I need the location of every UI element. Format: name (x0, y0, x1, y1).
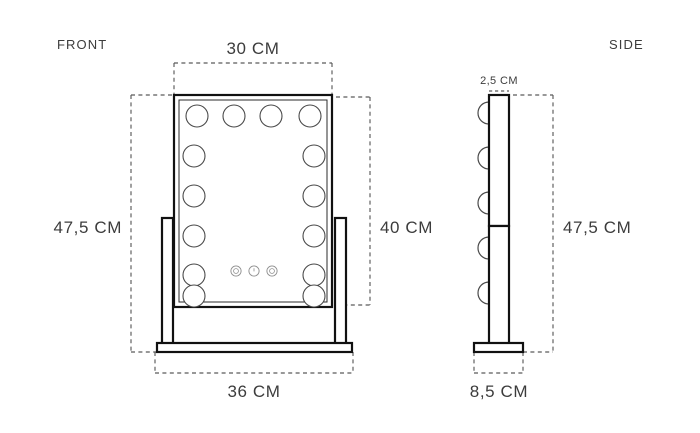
front-base-plate (155, 341, 354, 354)
bulb-left-5 (182, 284, 206, 308)
bulb-top-2 (222, 104, 246, 128)
bulb-top-4 (298, 104, 322, 128)
front-mirror-frame-outer (172, 93, 334, 309)
dimension-side-total-height: 47,5 CM (513, 94, 631, 353)
dimension-label-mirror-height: 40 CM (380, 218, 433, 237)
bulb-right-1 (302, 144, 326, 168)
dimension-label-side-depth: 2,5 CM (480, 75, 518, 87)
side-bulb-2 (477, 146, 490, 170)
bulb-top-3 (259, 104, 283, 128)
side-base-plate-fill (474, 343, 523, 352)
brightness-up-button[interactable] (266, 265, 278, 277)
front-stand-leg-right-fill (335, 218, 346, 346)
dimension-label-base-width: 36 CM (227, 382, 280, 401)
brightness-up-inner-icon (269, 268, 275, 274)
side-panel-fill (489, 95, 509, 226)
dimension-label-front-total-height: 47,5 CM (54, 218, 122, 237)
bulb-right-2 (302, 184, 326, 208)
side-bulb-4 (477, 236, 490, 260)
bulb-left-4 (182, 263, 206, 287)
bulb-left-1 (182, 144, 206, 168)
front-view-mirror (155, 93, 354, 354)
side-stand-post-fill (489, 226, 509, 346)
dimension-label-side-total-height: 47,5 CM (563, 218, 631, 237)
bulb-right-4 (302, 263, 326, 287)
brightness-down-icon[interactable] (230, 265, 242, 277)
front-base-plate-fill (157, 343, 352, 352)
dimension-front-total-height: 47,5 CM (54, 94, 172, 353)
side-view-mirror (472, 93, 525, 354)
side-base-plate (472, 341, 525, 354)
brightness-up-icon[interactable] (266, 265, 278, 277)
power-button[interactable] (248, 265, 260, 277)
side-bulb-5 (477, 281, 490, 305)
bulb-left-3 (182, 224, 206, 248)
dimension-mirror-height: 40 CM (336, 96, 433, 306)
bulb-left-2 (182, 184, 206, 208)
bulb-right-5 (302, 284, 326, 308)
dimension-base-depth: 8,5 CM (470, 352, 528, 401)
front-view-label: FRONT (57, 37, 107, 52)
dimension-mirror-width: 30 CM (173, 39, 333, 95)
bulb-right-3 (302, 224, 326, 248)
front-stand-leg-left-fill (162, 218, 173, 346)
brightness-down-button[interactable] (230, 265, 242, 277)
side-view-label: SIDE (609, 37, 644, 52)
front-control-panel (230, 265, 278, 277)
bulb-top-1 (185, 104, 209, 128)
side-bulb-1 (477, 101, 490, 125)
brightness-down-inner-icon (233, 268, 239, 274)
side-bulb-3 (477, 191, 490, 215)
dimension-base-width: 36 CM (154, 352, 354, 401)
dimension-side-depth: 2,5 CM (480, 75, 518, 92)
dimension-label-base-depth: 8,5 CM (470, 382, 528, 401)
dimension-label-mirror-width: 30 CM (226, 39, 279, 58)
front-mirror-frame-inner (178, 99, 328, 303)
